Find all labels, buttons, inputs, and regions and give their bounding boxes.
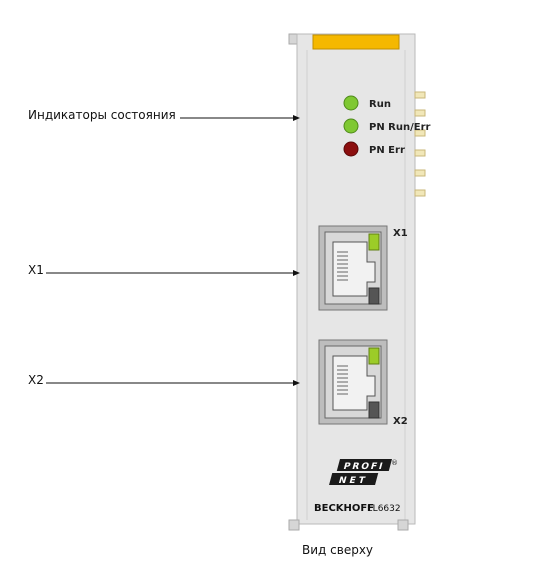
rj45-port-x2 bbox=[318, 339, 388, 425]
led-pn-err bbox=[343, 141, 359, 157]
led-label-run: Run bbox=[369, 99, 391, 110]
led-label-pn-err: PN Err bbox=[369, 145, 405, 156]
rj45-port-x1 bbox=[318, 225, 388, 311]
port-x1-label: X1 bbox=[393, 228, 408, 239]
led-label-pn-run-err: PN Run/Err bbox=[369, 122, 431, 133]
x1-callout-label: X1 bbox=[28, 263, 44, 277]
port-x1-link-led bbox=[368, 233, 380, 251]
port-x1-activity-led bbox=[368, 287, 380, 305]
view-caption: Вид сверху bbox=[302, 543, 374, 557]
brand-name: BECKHOFF bbox=[314, 503, 374, 514]
bottom-clip-left bbox=[288, 519, 300, 531]
arrow-head-x2 bbox=[293, 380, 300, 386]
status-indicators-label: Индикаторы состояния bbox=[28, 108, 176, 122]
side-contacts bbox=[414, 91, 426, 197]
port-x2-link-led bbox=[368, 347, 380, 365]
profinet-logo-bottom: NET bbox=[337, 475, 369, 486]
model-name: EL6632 bbox=[367, 504, 401, 514]
profinet-logo: PROFI NET ® bbox=[329, 459, 398, 486]
callout-arrows bbox=[46, 117, 294, 384]
registered-mark: ® bbox=[391, 459, 398, 467]
led-pn-run-err bbox=[343, 118, 359, 134]
profinet-logo-top: PROFI bbox=[342, 461, 386, 472]
top-tab bbox=[312, 34, 400, 50]
bottom-clip-right bbox=[397, 519, 409, 531]
port-x2-label: X2 bbox=[393, 416, 408, 427]
arrow-head-status bbox=[293, 115, 300, 121]
led-run bbox=[343, 95, 359, 111]
x2-callout-label: X2 bbox=[28, 373, 44, 387]
arrow-head-x1 bbox=[293, 270, 300, 276]
port-x2-activity-led bbox=[368, 401, 380, 419]
